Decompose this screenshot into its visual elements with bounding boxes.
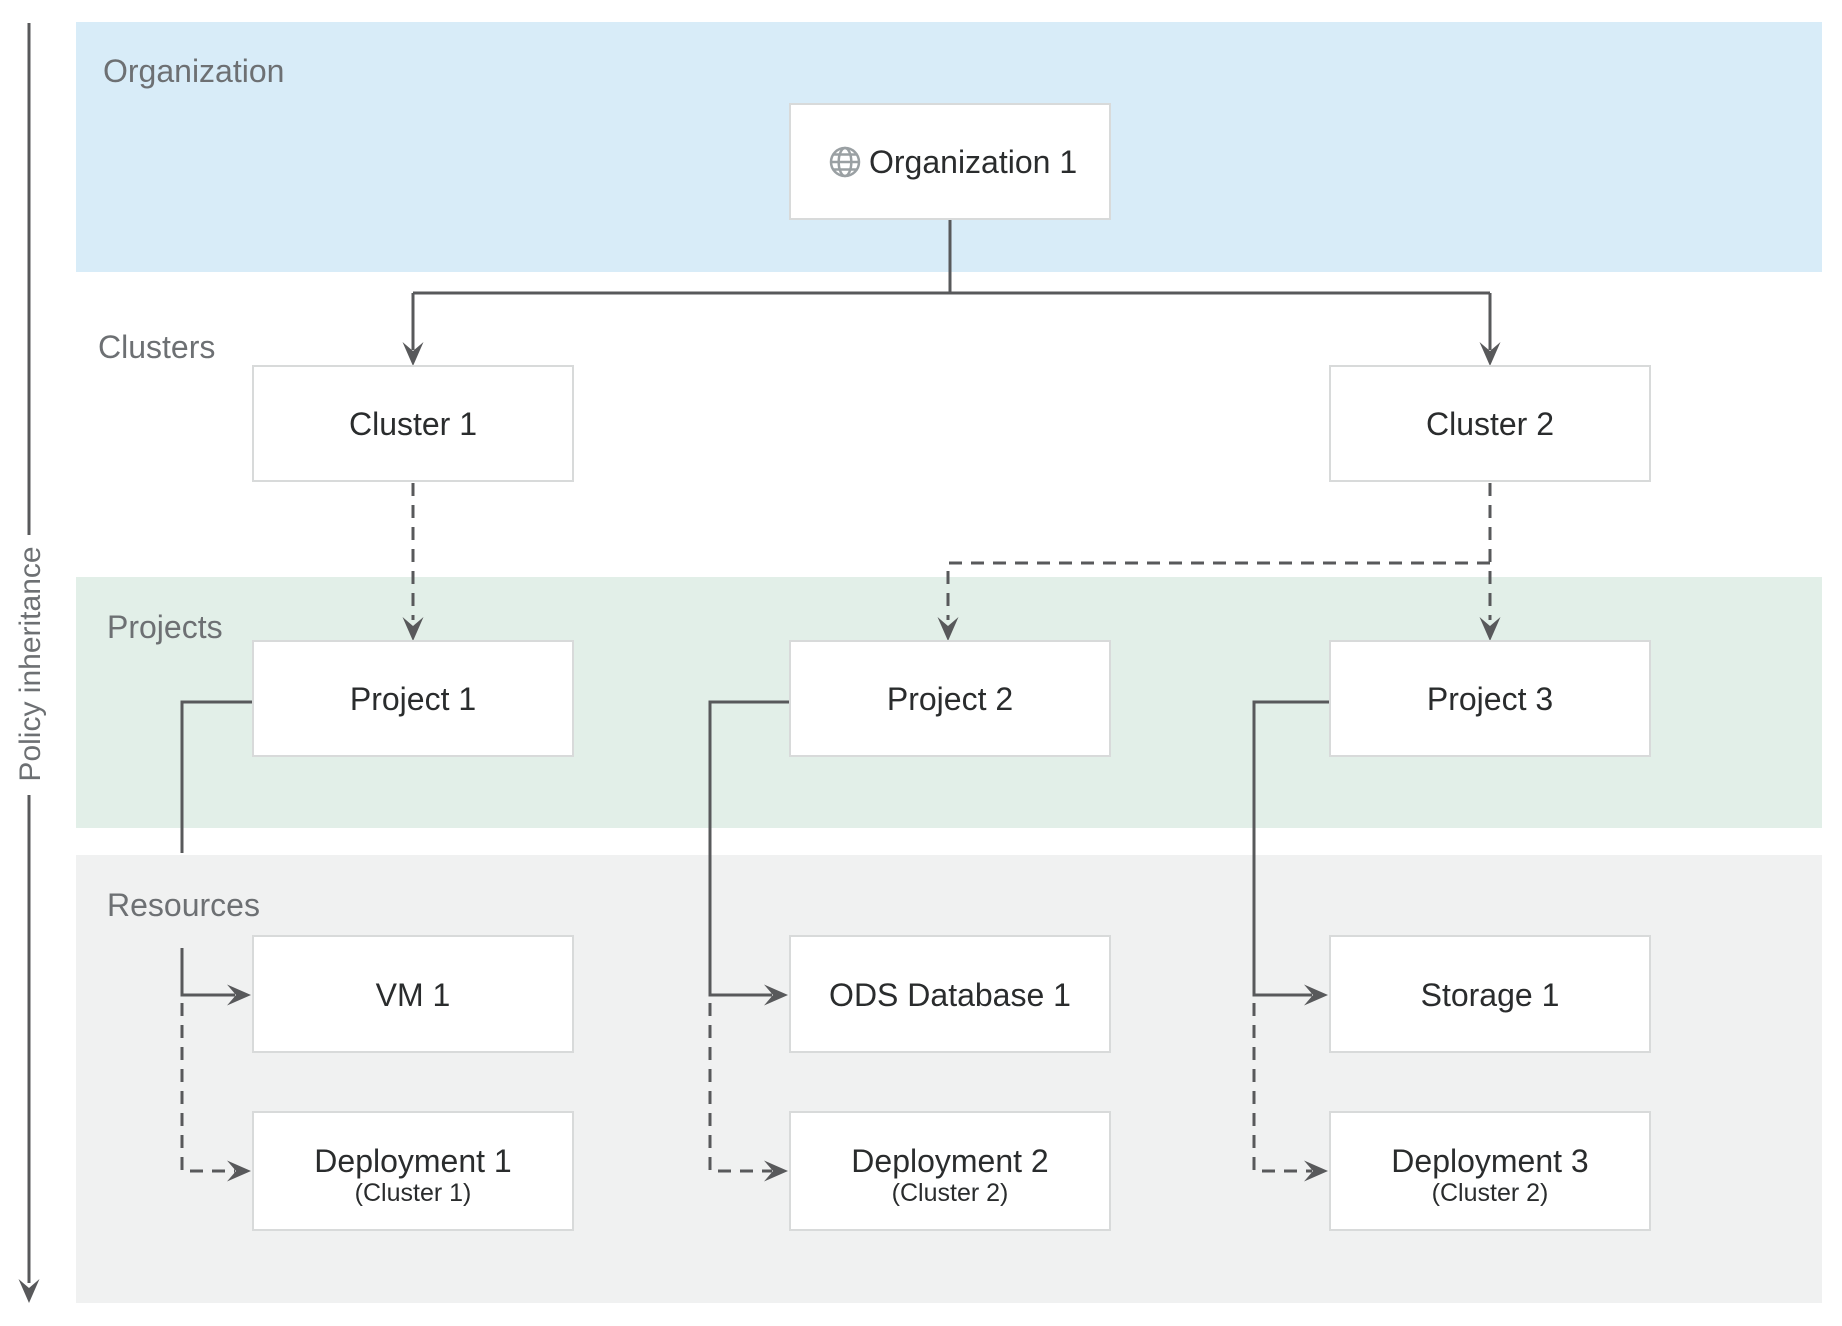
arrowhead-project2-ods1	[764, 984, 788, 1006]
ods-database-1-box	[789, 935, 1111, 1053]
deployment-2-box	[789, 1111, 1111, 1231]
arrowhead-project3-deployment3	[1304, 1160, 1328, 1182]
edge-project1-vm1	[180, 700, 253, 997]
storage-1-label: Storage 1	[1421, 977, 1560, 1013]
project-2-box	[789, 640, 1111, 757]
organization-1-label: Organization 1	[869, 144, 1077, 180]
node-organization-1: Organization 1	[789, 103, 1111, 220]
deployment-2-sublabel: (Cluster 2)	[892, 1179, 1009, 1207]
resources-band	[76, 855, 1822, 1303]
arrowhead-cluster2-project3	[1479, 617, 1501, 641]
node-project-3: Project 3	[1329, 640, 1651, 757]
arrowhead-org-cluster1	[402, 342, 424, 366]
project-2-label: Project 2	[887, 681, 1013, 717]
node-vm-1: VM 1	[252, 935, 574, 1053]
edge-project2-ods1	[708, 700, 790, 997]
edge-project3-storage1	[1252, 700, 1330, 997]
arrowhead-cluster2-project2	[937, 617, 959, 641]
resources-band-label: Resources	[107, 887, 260, 923]
edge-project1-deployment1	[180, 1003, 235, 1173]
organization-band-label: Organization	[103, 53, 284, 89]
node-deployment-3: Deployment 3 (Cluster 2)	[1329, 1111, 1651, 1231]
edge-project2-deployment2	[708, 1003, 772, 1173]
edge-org-to-clusters	[411, 219, 1492, 350]
arrowhead-project1-vm1	[227, 984, 251, 1006]
deployment-2-label: Deployment 2	[851, 1143, 1048, 1179]
node-deployment-2: Deployment 2 (Cluster 2)	[789, 1111, 1111, 1231]
arrowhead-project3-storage1	[1304, 984, 1328, 1006]
node-cluster-2: Cluster 2	[1329, 365, 1651, 482]
arrowhead-project1-deployment1	[227, 1160, 251, 1182]
vm-1-box	[252, 935, 574, 1053]
edges-layer	[180, 219, 1501, 1182]
cluster-2-label: Cluster 2	[1426, 406, 1554, 442]
vm-1-label: VM 1	[376, 977, 451, 1013]
node-deployment-1: Deployment 1 (Cluster 1)	[252, 1111, 574, 1231]
project-3-box	[1329, 640, 1651, 757]
node-project-1: Project 1	[252, 640, 574, 757]
policy-axis-arrowhead	[18, 1279, 40, 1303]
deployment-1-label: Deployment 1	[314, 1143, 511, 1179]
arrowhead-project2-deployment2	[764, 1160, 788, 1182]
edge-project3-deployment3	[1252, 1003, 1312, 1173]
project-3-label: Project 3	[1427, 681, 1553, 717]
edge-cluster2-project2	[946, 561, 1490, 620]
storage-1-box	[1329, 935, 1651, 1053]
project-1-label: Project 1	[350, 681, 476, 717]
node-storage-1: Storage 1	[1329, 935, 1651, 1053]
cluster-1-box	[252, 365, 574, 482]
policy-axis-label: Policy inheritance	[14, 546, 47, 781]
ods-database-1-label: ODS Database 1	[829, 977, 1071, 1013]
node-project-2: Project 2	[789, 640, 1111, 757]
deployment-3-label: Deployment 3	[1391, 1143, 1588, 1179]
globe-icon	[829, 146, 861, 178]
deployment-3-box	[1329, 1111, 1651, 1231]
deployment-1-sublabel: (Cluster 1)	[355, 1179, 472, 1207]
project-1-box	[252, 640, 574, 757]
node-cluster-1: Cluster 1	[252, 365, 574, 482]
arrowhead-org-cluster2	[1479, 342, 1501, 366]
projects-band-label: Projects	[107, 609, 223, 645]
cluster-1-label: Cluster 1	[349, 406, 477, 442]
deployment-1-box	[252, 1111, 574, 1231]
deployment-3-sublabel: (Cluster 2)	[1432, 1179, 1549, 1207]
clusters-band-label: Clusters	[98, 329, 215, 365]
arrowhead-cluster1-project1	[402, 617, 424, 641]
policy-inheritance-axis: Policy inheritance	[14, 23, 47, 1303]
cluster-2-box	[1329, 365, 1651, 482]
node-ods-database-1: ODS Database 1	[789, 935, 1111, 1053]
